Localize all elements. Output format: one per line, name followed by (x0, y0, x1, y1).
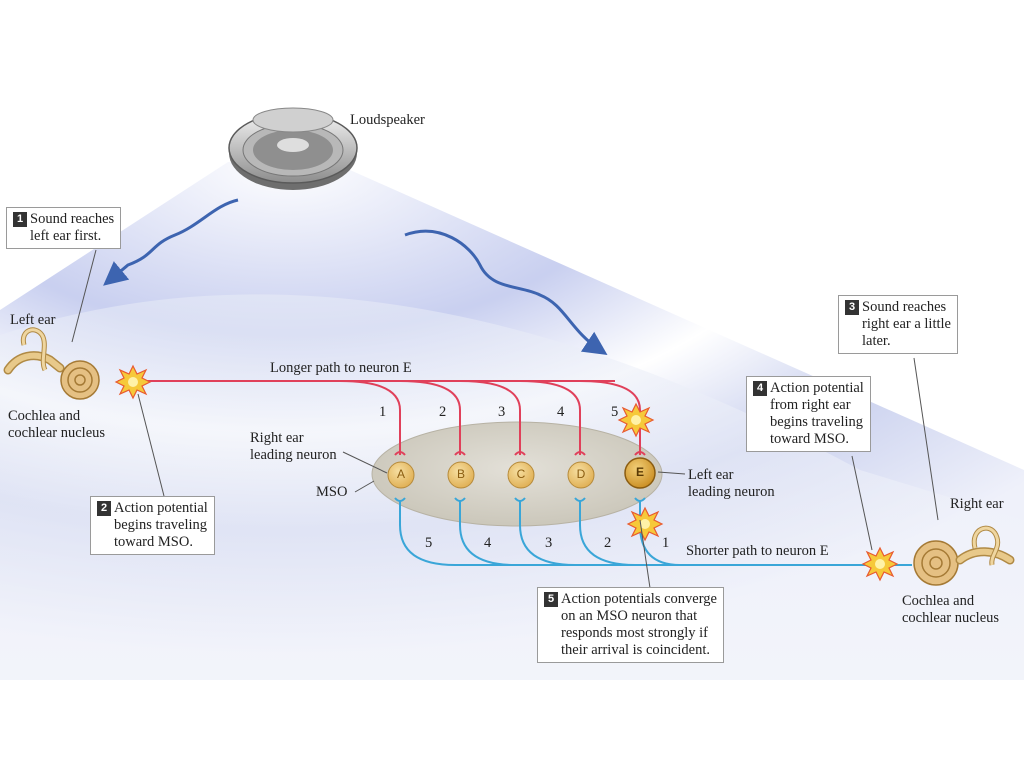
step-text: left ear first. (30, 228, 102, 244)
sound-wave-arrow-left (103, 198, 239, 286)
longer-path (118, 380, 641, 455)
step-text: Sound reaches (862, 299, 947, 315)
step-text: responds most strongly if (561, 625, 709, 641)
step-text: Sound reaches (30, 211, 115, 227)
longer-path-synapses (394, 451, 646, 456)
step-text: their arrival is coincident. (561, 642, 710, 658)
right-leading-label-line2: leading neuron (250, 447, 337, 463)
top-path-number: 1 (379, 404, 387, 420)
step-number: 3 (845, 300, 859, 315)
neuron-label: A (396, 467, 405, 481)
step-number: 2 (97, 501, 111, 516)
left-cochlea-label-line2: cochlear nucleus (8, 425, 106, 441)
neuron-a (387, 461, 415, 489)
right-leading-label-line1: Right ear (250, 430, 304, 446)
mso-neurons (387, 457, 656, 489)
step-number: 5 (544, 592, 558, 607)
top-path-number: 4 (557, 404, 565, 420)
neuron-c (507, 461, 535, 489)
left-ear-icon (3, 327, 100, 400)
right-cochlea-label-line1: Cochlea and (902, 593, 975, 609)
action-potential-burst-icon (114, 364, 152, 400)
action-potential-burst-icon (861, 546, 899, 582)
bottom-path-number: 1 (662, 535, 670, 551)
longer-path-label: Longer path to neuron E (270, 360, 412, 376)
step-number: 4 (753, 381, 767, 396)
callout-leaders (71, 249, 939, 589)
step-number: 1 (13, 212, 27, 227)
bottom-path-number: 5 (425, 535, 433, 551)
step-text: begins traveling (114, 517, 208, 533)
loudspeaker-label: Loudspeaker (350, 112, 425, 128)
left-cochlea-label-line1: Cochlea and (8, 408, 81, 424)
step-text: begins traveling (770, 414, 864, 430)
shorter-path-synapses (394, 497, 646, 502)
action-potential-burst-icon (626, 506, 664, 542)
bottom-path-number: 3 (545, 535, 553, 551)
action-potential-burst-icon (617, 402, 655, 438)
step-text: Action potential (770, 380, 864, 396)
right-cochlea-label-line2: cochlear nucleus (902, 610, 1000, 626)
step-text: right ear a little (862, 316, 951, 332)
bottom-path-number: 2 (604, 535, 612, 551)
top-path-number: 5 (611, 404, 619, 420)
neuron-d (567, 461, 595, 489)
top-path-number: 2 (439, 404, 447, 420)
loudspeaker-icon (228, 107, 358, 190)
top-path-number: 3 (498, 404, 506, 420)
step-text: Action potentials converge (561, 591, 717, 607)
step-text: toward MSO. (770, 431, 849, 447)
step-text: from right ear (770, 397, 851, 413)
mso-label: MSO (316, 484, 348, 500)
step-text: toward MSO. (114, 534, 193, 550)
left-ear-label: Left ear (10, 312, 56, 328)
neuron-b (447, 461, 475, 489)
neuron-label: B (456, 467, 465, 481)
step-text: later. (862, 333, 891, 349)
shorter-path-label: Shorter path to neuron E (686, 543, 829, 559)
left-leading-label-line2: leading neuron (688, 484, 775, 500)
bottom-path-number: 4 (484, 535, 492, 551)
neuron-label: C (516, 467, 526, 481)
right-ear-icon (913, 525, 1015, 586)
step-text: Action potential (114, 500, 208, 516)
neuron-label: E (635, 465, 644, 479)
neuron-e (624, 457, 656, 489)
step-text: on an MSO neuron that (561, 608, 698, 624)
right-ear-label: Right ear (950, 496, 1004, 512)
neuron-label: D (576, 467, 586, 481)
left-leading-label-line1: Left ear (688, 467, 734, 483)
sound-wave-arrow-right (404, 229, 608, 355)
